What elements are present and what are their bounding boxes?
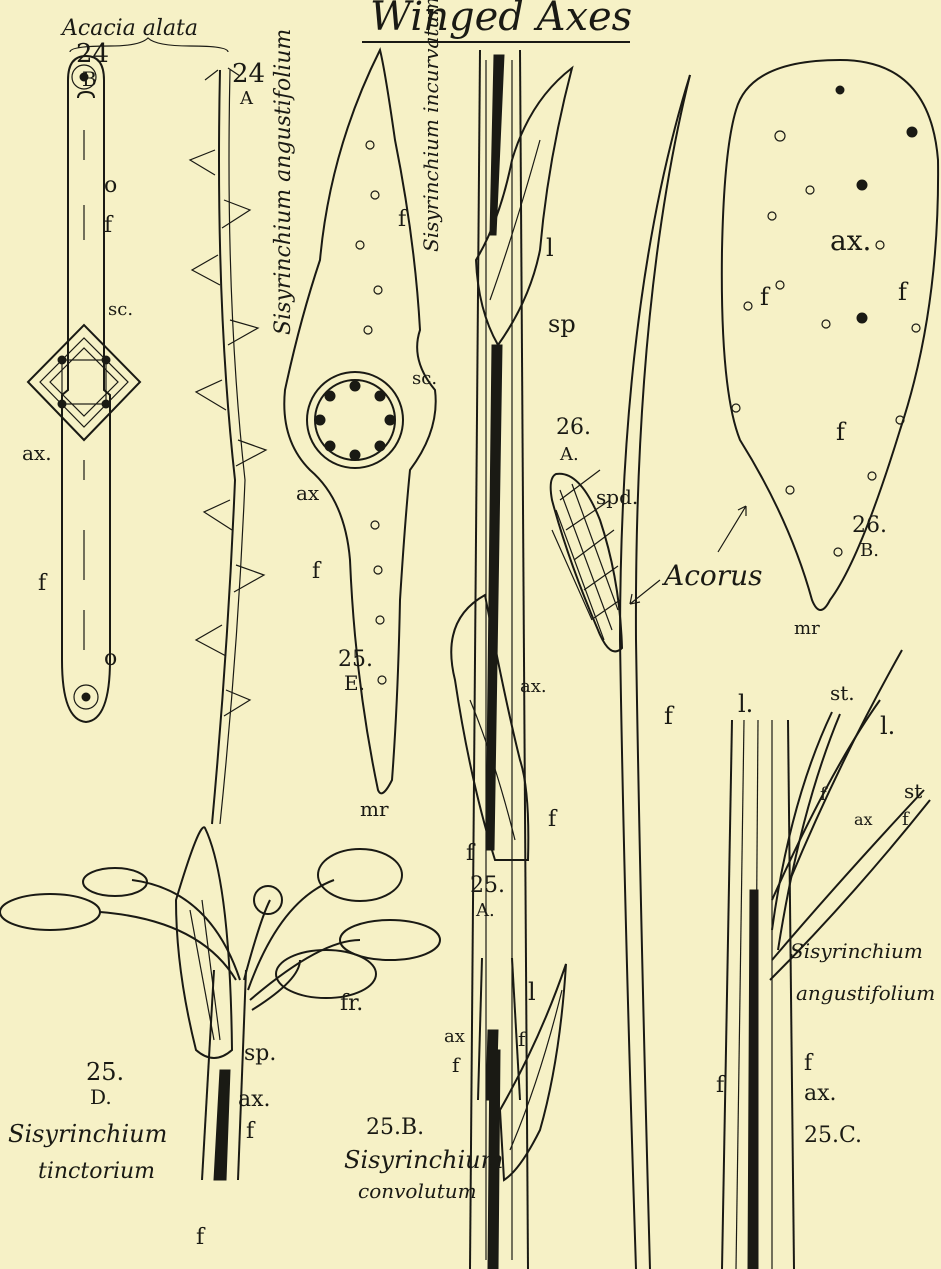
fig-25d-fr: fr. [340, 991, 363, 1016]
fig-25e-sc: sc. [412, 368, 437, 389]
fig-24b-letter: B [82, 67, 97, 91]
fig-26a-spd: spd. [596, 485, 638, 509]
fig-26a-sp: sp [548, 310, 576, 338]
fig-25c-number: 25.C. [804, 1123, 862, 1148]
fig-25b-ax: ax [444, 1026, 465, 1047]
fig-25d-sp: sp. [244, 1041, 276, 1066]
fig-26a-number: 26. [556, 415, 591, 440]
fig-24a-letter: A [239, 88, 254, 109]
fig-25a-letter: A. [475, 900, 495, 921]
fig-25d-species-line1: Sisyrinchium [8, 1120, 167, 1148]
fig-24b-o2: o [104, 646, 117, 671]
fig-25e-letter: E. [344, 671, 365, 695]
fig-25d-ax: ax. [238, 1087, 271, 1112]
fig-24b-o1: o [104, 173, 117, 198]
fig-26b-letter: B. [860, 540, 879, 561]
fig-25c-l-right: l. [880, 712, 895, 740]
fig-25e-mr: mr [360, 797, 389, 821]
acacia-species-label: Acacia alata [60, 16, 198, 41]
fig-24a-number: 24 [232, 59, 265, 89]
plate-title: Winged Axes [370, 0, 632, 40]
fig-25e-species: Sisyrinchium angustifolium [271, 29, 296, 335]
fig-24b-ax: ax. [22, 441, 52, 465]
fig-24b-number: 24 [76, 39, 109, 69]
fig-25a-l: l [546, 234, 554, 262]
fig-25c-species-line2: angustifolium [796, 981, 935, 1005]
fig-25b-l: l [528, 978, 536, 1006]
fig-25c-ax2: ax. [804, 1081, 837, 1106]
fig-26b-ax: ax. [830, 224, 871, 257]
fig-25b-species-line2: convolutum [358, 1179, 477, 1203]
fig-25c-ax1: ax [854, 810, 873, 829]
fig-26b-number: 26. [852, 513, 887, 538]
fig-25c-species-line1: Sisyrinchium [790, 939, 923, 963]
fig-25c-st2: st [904, 779, 922, 803]
fig-26a-letter: A. [559, 444, 579, 465]
acorus-label: Acorus [661, 559, 763, 592]
fig-25b-number: 25.B. [366, 1115, 424, 1140]
fig-26b-mr: mr [794, 618, 820, 639]
fig-25b-species-line1: Sisyrinchium [344, 1146, 503, 1174]
fig-25c-st1: st. [830, 681, 855, 705]
fig-24b-sc: sc. [108, 299, 133, 320]
fig-25d-number: 25. [86, 1058, 124, 1086]
fig-25e-ax: ax [296, 481, 320, 505]
fig-25d-species-line2: tinctorium [38, 1159, 155, 1184]
fig-25a-ax: ax. [520, 676, 547, 697]
fig-25a-number: 25. [470, 873, 505, 898]
fig-25d-letter: D. [90, 1085, 112, 1109]
fig-25a-species: Sisyrinchium incurvatum [419, 0, 443, 252]
fig-25e-number: 25. [338, 647, 373, 672]
fig-25c-l-top: l. [738, 690, 753, 718]
